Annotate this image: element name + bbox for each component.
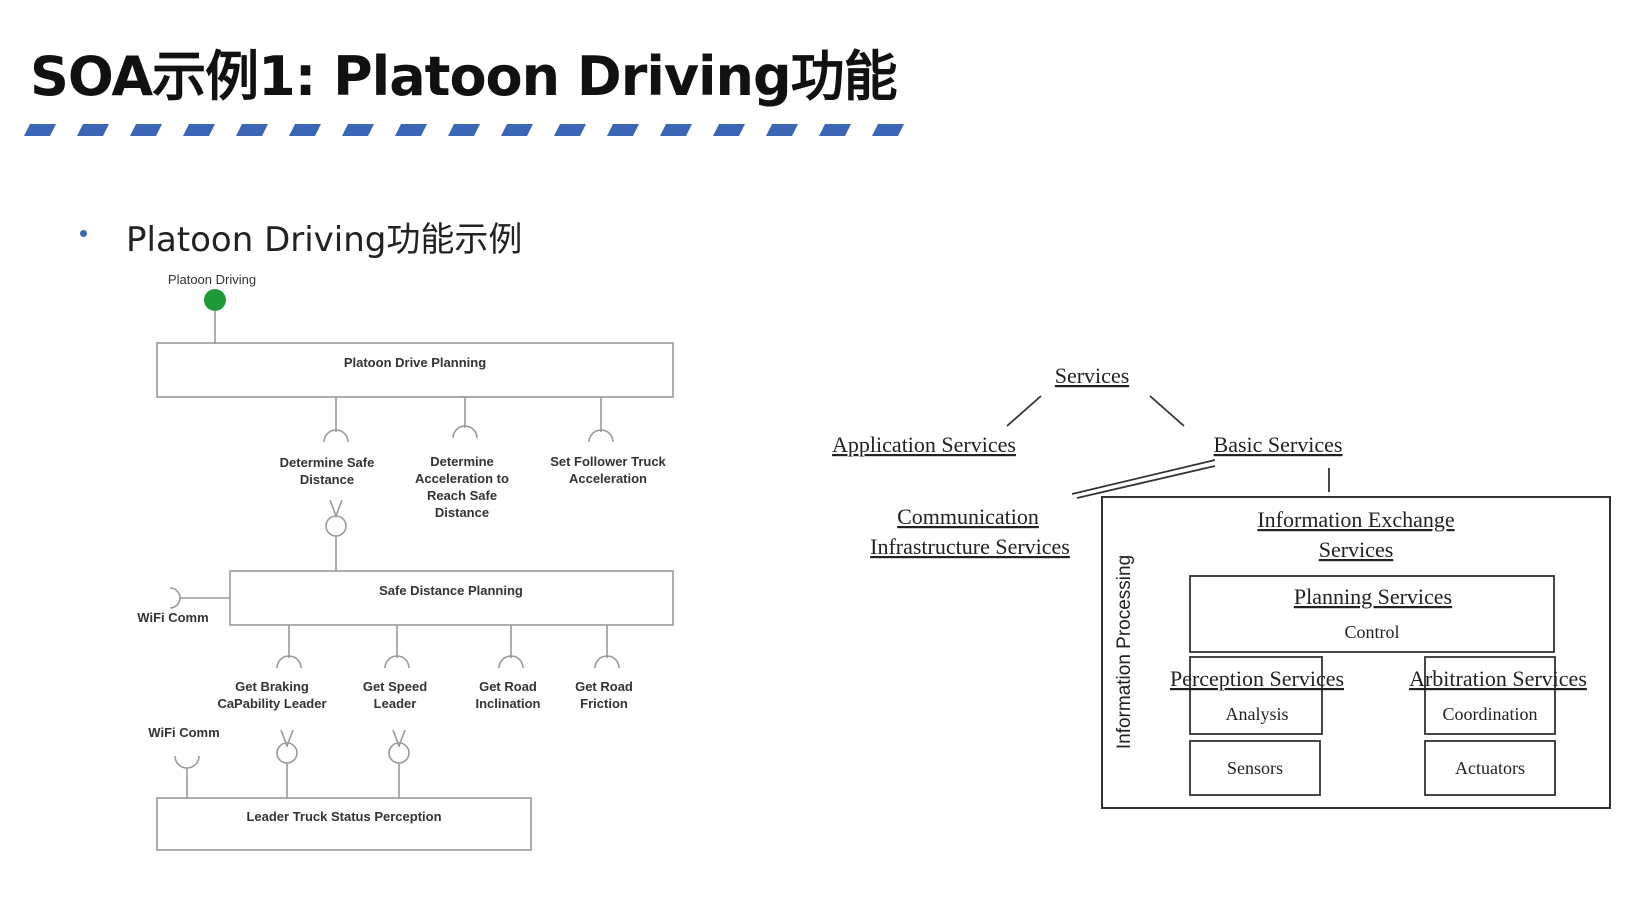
service-determine-acceleration-3: Reach Safe <box>427 488 497 503</box>
service-get-speed-2: Leader <box>374 696 417 711</box>
services-node: Services <box>1055 363 1130 388</box>
root-label: Platoon Driving <box>168 272 256 287</box>
service-determine-acceleration-2: Acceleration to <box>415 471 509 486</box>
service-get-road-friction: Get Road <box>575 679 633 694</box>
leader-truck-status-box: Leader Truck Status Perception <box>246 809 441 824</box>
coordination-label: Coordination <box>1443 704 1538 724</box>
control-label: Control <box>1344 622 1399 642</box>
perception-services-node: Perception Services <box>1170 666 1344 691</box>
application-services-node: Application Services <box>832 432 1016 457</box>
right-service-hierarchy <box>1006 395 1611 809</box>
bullet-dot <box>80 230 87 237</box>
service-get-road-friction-2: Friction <box>580 696 628 711</box>
service-get-braking: Get Braking <box>235 679 309 694</box>
service-determine-acceleration: Determine <box>430 454 494 469</box>
communication-infrastructure-node-2: Infrastructure Services <box>870 534 1070 559</box>
root-node-dot <box>204 289 226 311</box>
service-determine-acceleration-4: Distance <box>435 505 489 520</box>
page-title: SOA示例1: Platoon Driving功能 <box>30 45 898 108</box>
safe-distance-planning-box: Safe Distance Planning <box>379 583 523 598</box>
sensors-label: Sensors <box>1227 758 1283 778</box>
service-get-road-inclination: Get Road <box>479 679 537 694</box>
left-component-diagram <box>156 300 674 851</box>
service-set-follower-acceleration: Set Follower Truck <box>550 454 666 469</box>
basic-services-node: Basic Services <box>1214 432 1343 457</box>
wifi-comm-label-2: WiFi Comm <box>148 725 219 740</box>
wifi-comm-label-1: WiFi Comm <box>137 610 208 625</box>
service-determine-safe-distance: Determine Safe <box>280 455 375 470</box>
arbitration-services-node: Arbitration Services <box>1409 666 1587 691</box>
service-determine-safe-distance-2: Distance <box>300 472 354 487</box>
communication-infrastructure-node: Communication <box>897 504 1039 529</box>
analysis-label: Analysis <box>1226 704 1289 724</box>
actuators-label: Actuators <box>1455 758 1525 778</box>
information-processing-label: Information Processing <box>1114 555 1135 749</box>
service-get-braking-2: CaPability Leader <box>217 696 326 711</box>
information-exchange-node: Information Exchange <box>1257 507 1454 532</box>
planning-services-node: Planning Services <box>1294 584 1452 609</box>
dashed-divider <box>24 124 904 136</box>
bullet-text: Platoon Driving功能示例 <box>126 220 523 260</box>
information-exchange-node-2: Services <box>1319 537 1394 562</box>
service-set-follower-acceleration-2: Acceleration <box>569 471 647 486</box>
service-get-speed: Get Speed <box>363 679 427 694</box>
platoon-drive-planning-box: Platoon Drive Planning <box>344 355 486 370</box>
service-get-road-inclination-2: Inclination <box>476 696 541 711</box>
